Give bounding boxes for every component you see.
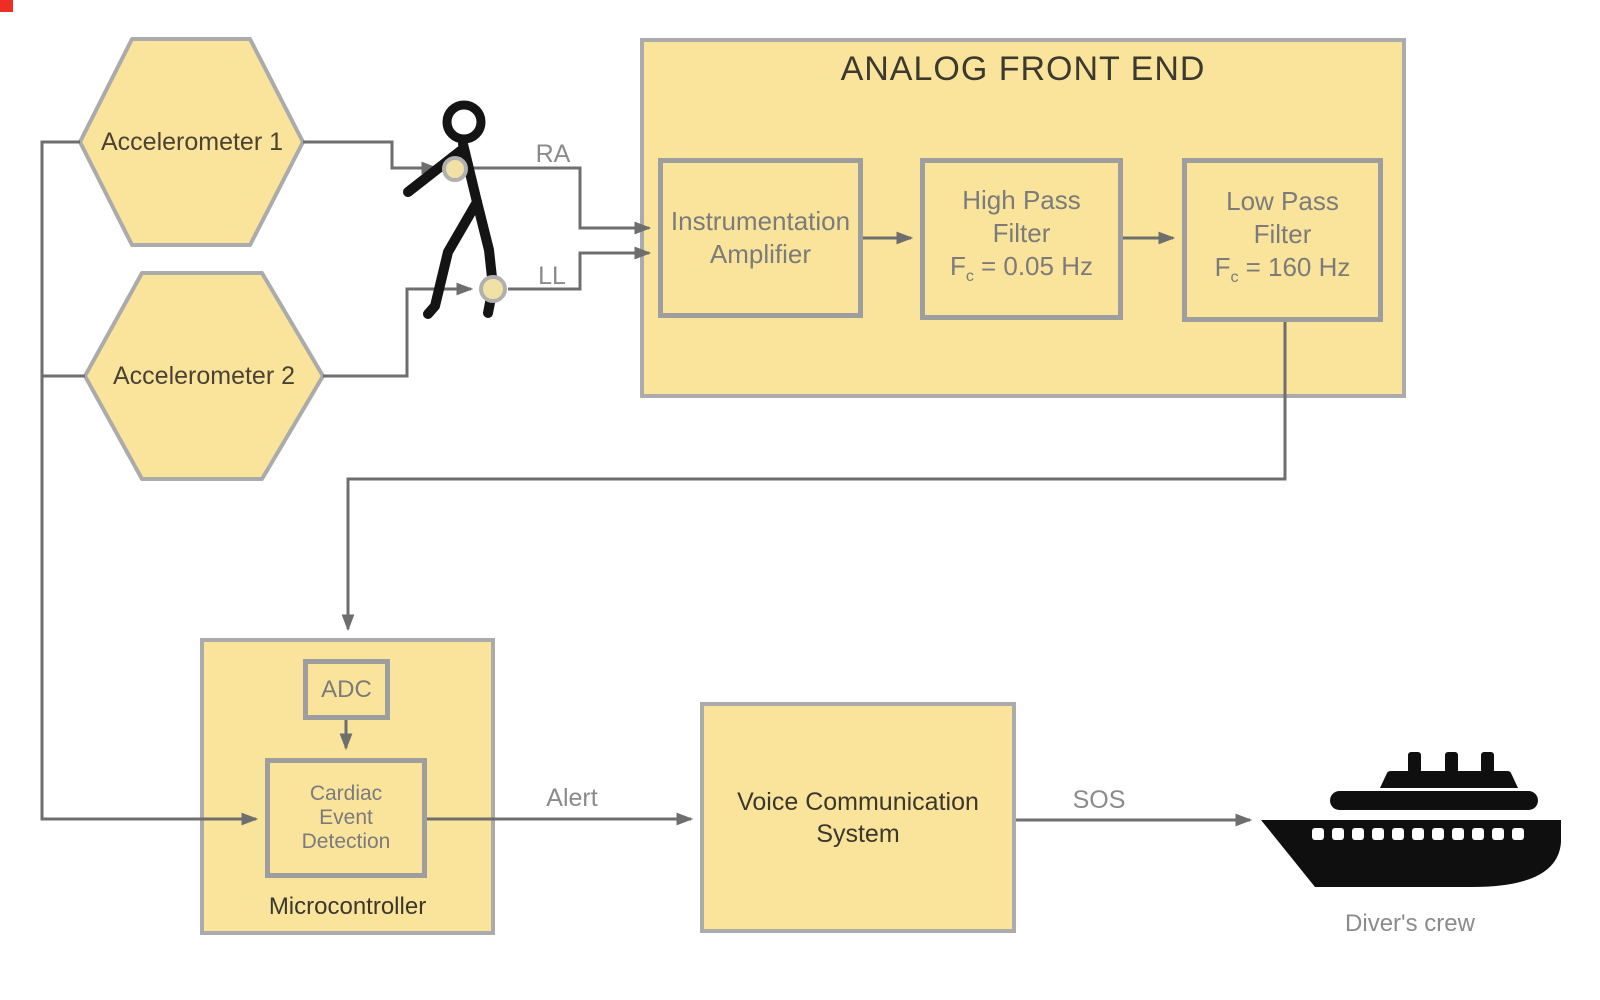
ra-wire-label: RA — [535, 140, 571, 168]
low-pass-filter-label-line2: Filter — [1253, 219, 1312, 250]
accelerometer2-label: Accelerometer 2 — [112, 362, 296, 390]
ced-label-line1: Cardiac — [309, 782, 383, 805]
high-pass-filter-box: High Pass Filter Fc= 0.05 Hz — [920, 158, 1123, 320]
vcs-label-line2: System — [816, 819, 900, 848]
instrumentation-amplifier-label-line2: Amplifier — [709, 239, 812, 269]
ship-caption: Diver's crew — [1345, 910, 1475, 937]
low-pass-filter-box: Low Pass Filter Fc= 160 Hz — [1182, 158, 1383, 322]
accelerometer1-label: Accelerometer 1 — [100, 128, 284, 156]
ll-wire-label: LL — [538, 262, 566, 290]
ced-label-line3: Detection — [301, 830, 391, 853]
wire-acc2-to-ll-electrode — [323, 282, 474, 378]
voice-communication-system-box: Voice Communication System — [700, 702, 1016, 933]
adc-label: ADC — [321, 675, 372, 703]
vcs-label-line1: Voice Communication — [737, 787, 979, 816]
low-pass-filter-label-line1: Low Pass — [1226, 186, 1339, 217]
alert-wire-label: Alert — [546, 784, 598, 812]
wire-ra-to-instrumentation-amplifier — [467, 166, 652, 235]
wire-acc1-to-ra-electrode — [303, 140, 439, 175]
high-pass-filter-label-line1: High Pass — [962, 185, 1081, 216]
corner-mark — [0, 0, 13, 12]
analog-front-end-title: ANALOG FRONT END — [840, 50, 1206, 88]
instrumentation-amplifier-box: Instrumentation Amplifier — [658, 158, 863, 318]
ship-icon — [1261, 752, 1561, 887]
adc-box: ADC — [303, 659, 390, 720]
ced-label-line2: Event — [319, 806, 373, 829]
microcontroller-label: Microcontroller — [268, 893, 427, 920]
instrumentation-amplifier-label-line1: Instrumentation — [670, 206, 851, 236]
high-pass-filter-label-line2: Filter — [992, 218, 1051, 249]
person-stick-figure — [403, 100, 498, 319]
sos-wire-label: SOS — [1072, 786, 1126, 814]
ra-electrode-dot — [442, 156, 468, 182]
high-pass-filter-cutoff: Fc= 0.05 Hz — [950, 251, 1093, 286]
low-pass-filter-cutoff: Fc= 160 Hz — [1214, 252, 1351, 287]
cardiac-event-detection-box: Cardiac Event Detection — [265, 758, 427, 878]
ll-electrode-dot — [479, 275, 507, 303]
